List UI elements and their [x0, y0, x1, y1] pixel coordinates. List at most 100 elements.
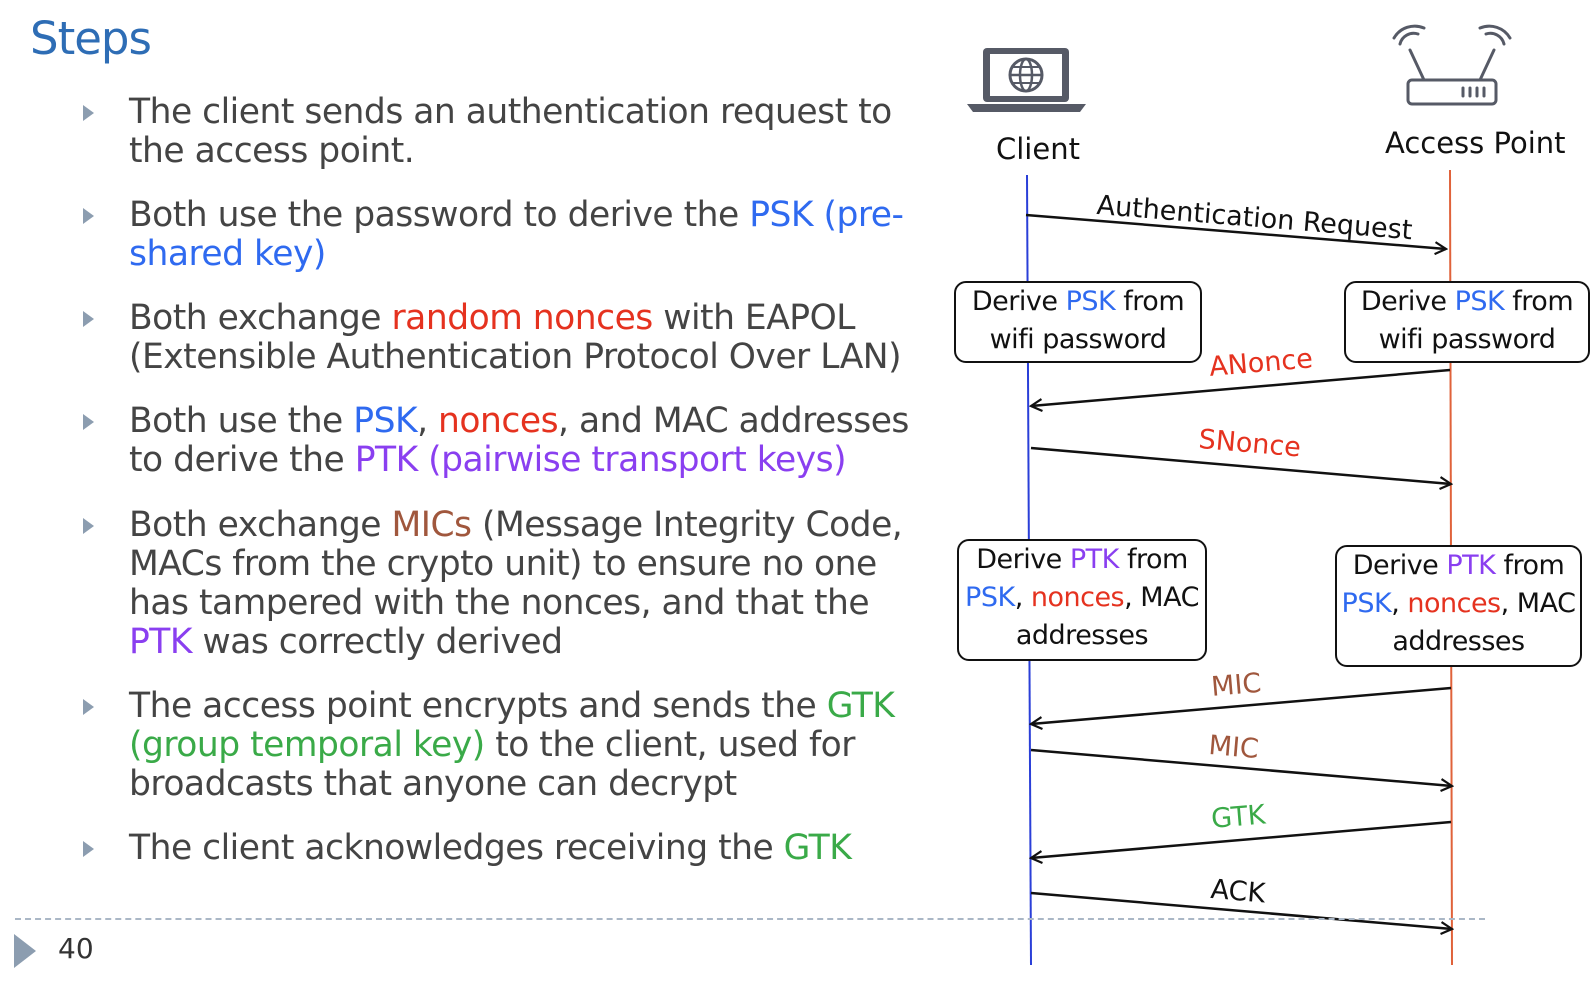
- text-segment: Both use the: [129, 401, 354, 441]
- text-segment: from: [1495, 550, 1565, 581]
- text-line: the access point.: [129, 132, 929, 171]
- text-segment: The client sends an authentication reque…: [129, 92, 892, 132]
- bullet-text: Both exchange random nonces with EAPOL(E…: [129, 299, 929, 377]
- text-line: MACs from the crypto unit) to ensure no …: [129, 545, 929, 584]
- highlight-term: nonces: [1407, 588, 1501, 619]
- text-segment: Both exchange: [129, 298, 392, 338]
- message-arrow-anonce: [1031, 368, 1451, 406]
- message-label-gtk: GTK: [1210, 799, 1267, 835]
- text-segment: with EAPOL: [652, 298, 855, 338]
- highlight-term: PSK: [353, 401, 418, 441]
- message-arrow-gtk: [1031, 820, 1452, 858]
- text-segment: broadcasts that anyone can decrypt: [129, 764, 737, 804]
- text-segment: from: [1115, 286, 1185, 317]
- client-label: Client: [996, 132, 1080, 166]
- text-segment: was correctly derived: [192, 622, 563, 662]
- message-label-ack: ACK: [1209, 874, 1267, 910]
- highlight-term: shared key): [129, 234, 326, 274]
- text-segment: (Message Integrity Code,: [471, 505, 903, 545]
- bullet-text: The client acknowledges receiving the GT…: [129, 829, 929, 868]
- text-segment: wifi password: [1378, 324, 1556, 355]
- text-line: The access point encrypts and sends the …: [129, 687, 929, 726]
- message-arrow-snonce: [1030, 446, 1451, 484]
- text-line: (Extensible Authentication Protocol Over…: [129, 338, 929, 377]
- text-segment: Derive: [971, 286, 1066, 317]
- highlight-term: PSK (pre-: [749, 195, 904, 235]
- text-line: shared key): [129, 235, 929, 274]
- message-arrow-mic-to-ap: [1030, 748, 1452, 786]
- text-segment: the access point.: [129, 131, 415, 171]
- slide-title: Steps: [30, 12, 152, 65]
- text-segment: wifi password: [989, 324, 1167, 355]
- bullet-triangle-icon: [83, 414, 94, 430]
- bullet-text: The access point encrypts and sends the …: [129, 687, 929, 804]
- highlight-term: PSK: [1454, 286, 1505, 317]
- text-segment: ,: [1014, 582, 1031, 613]
- highlight-term: PTK: [129, 622, 193, 662]
- text-line: The client sends an authentication reque…: [129, 93, 929, 132]
- text-line: Both use the password to derive the PSK …: [129, 196, 929, 235]
- text-segment: Derive: [1352, 550, 1447, 581]
- text-line: Derive PTK from: [959, 541, 1205, 579]
- text-line: broadcasts that anyone can decrypt: [129, 765, 929, 804]
- highlight-term: PSK: [1065, 286, 1116, 317]
- text-segment: addresses: [1392, 626, 1525, 657]
- bullet-text: Both use the PSK, nonces, and MAC addres…: [129, 402, 929, 480]
- text-line: (group temporal key) to the client, used…: [129, 726, 929, 765]
- text-segment: The access point encrypts and sends the: [129, 686, 827, 726]
- text-segment: from: [1118, 544, 1188, 575]
- text-line: wifi password: [1346, 321, 1588, 359]
- highlight-term: nonces: [1030, 582, 1125, 613]
- message-arrow-auth-request: [1025, 213, 1446, 249]
- message-arrow-mic-to-client: [1031, 686, 1452, 724]
- text-segment: has tampered with the nonces, and that t…: [129, 583, 870, 623]
- text-segment: Both exchange: [129, 505, 392, 545]
- text-segment: ,: [417, 401, 439, 441]
- text-segment: The client acknowledges receiving the: [129, 828, 784, 868]
- access-point-label: Access Point: [1385, 126, 1566, 160]
- bullet-triangle-icon: [83, 841, 94, 857]
- text-segment: Both use the password to derive the: [129, 195, 750, 235]
- bullet-list: The client sends an authentication reque…: [83, 93, 929, 868]
- text-line: Both exchange random nonces with EAPOL: [129, 299, 929, 338]
- text-segment: Derive: [1360, 286, 1455, 317]
- highlight-term: (group temporal key): [129, 725, 485, 765]
- text-segment: MACs from the crypto unit) to ensure no …: [129, 544, 877, 584]
- text-line: PSK, nonces, MAC: [1337, 585, 1580, 623]
- text-segment: , and MAC addresses: [558, 401, 909, 441]
- highlight-term: PTK: [1446, 550, 1496, 581]
- text-segment: to derive the: [129, 440, 355, 480]
- text-line: Derive PSK from: [956, 283, 1200, 321]
- footer-triangle-icon: [14, 934, 36, 968]
- text-line: The client acknowledges receiving the GT…: [129, 829, 929, 868]
- text-line: Derive PSK from: [1346, 283, 1588, 321]
- highlight-term: PTK: [1069, 544, 1119, 575]
- text-segment: , MAC: [1124, 582, 1199, 613]
- highlight-term: PTK (pairwise transport keys): [354, 440, 847, 480]
- text-line: wifi password: [956, 321, 1200, 359]
- text-line: to derive the PTK (pairwise transport ke…: [129, 441, 929, 480]
- page-number: 40: [58, 932, 94, 965]
- text-line: has tampered with the nonces, and that t…: [129, 584, 929, 623]
- text-line: Both use the PSK, nonces, and MAC addres…: [129, 402, 929, 441]
- bullet-triangle-icon: [83, 208, 94, 224]
- bullet-triangle-icon: [83, 105, 94, 121]
- text-segment: ,: [1391, 588, 1408, 619]
- highlight-term: GTK: [783, 828, 852, 868]
- text-line: Both exchange MICs (Message Integrity Co…: [129, 506, 929, 545]
- bullet-text: Both exchange MICs (Message Integrity Co…: [129, 506, 929, 662]
- highlight-term: MICs: [391, 505, 473, 545]
- message-label-mic-to-ap: MIC: [1207, 730, 1260, 766]
- footer-divider: [15, 918, 1485, 920]
- message-label-mic-to-client: MIC: [1210, 667, 1263, 703]
- text-line: addresses: [959, 617, 1205, 655]
- text-segment: (Extensible Authentication Protocol Over…: [129, 337, 902, 377]
- text-segment: Derive: [976, 544, 1070, 575]
- text-segment: , MAC: [1500, 588, 1576, 619]
- wifi-router-icon: [1392, 24, 1512, 106]
- text-segment: to the client, used for: [484, 725, 855, 765]
